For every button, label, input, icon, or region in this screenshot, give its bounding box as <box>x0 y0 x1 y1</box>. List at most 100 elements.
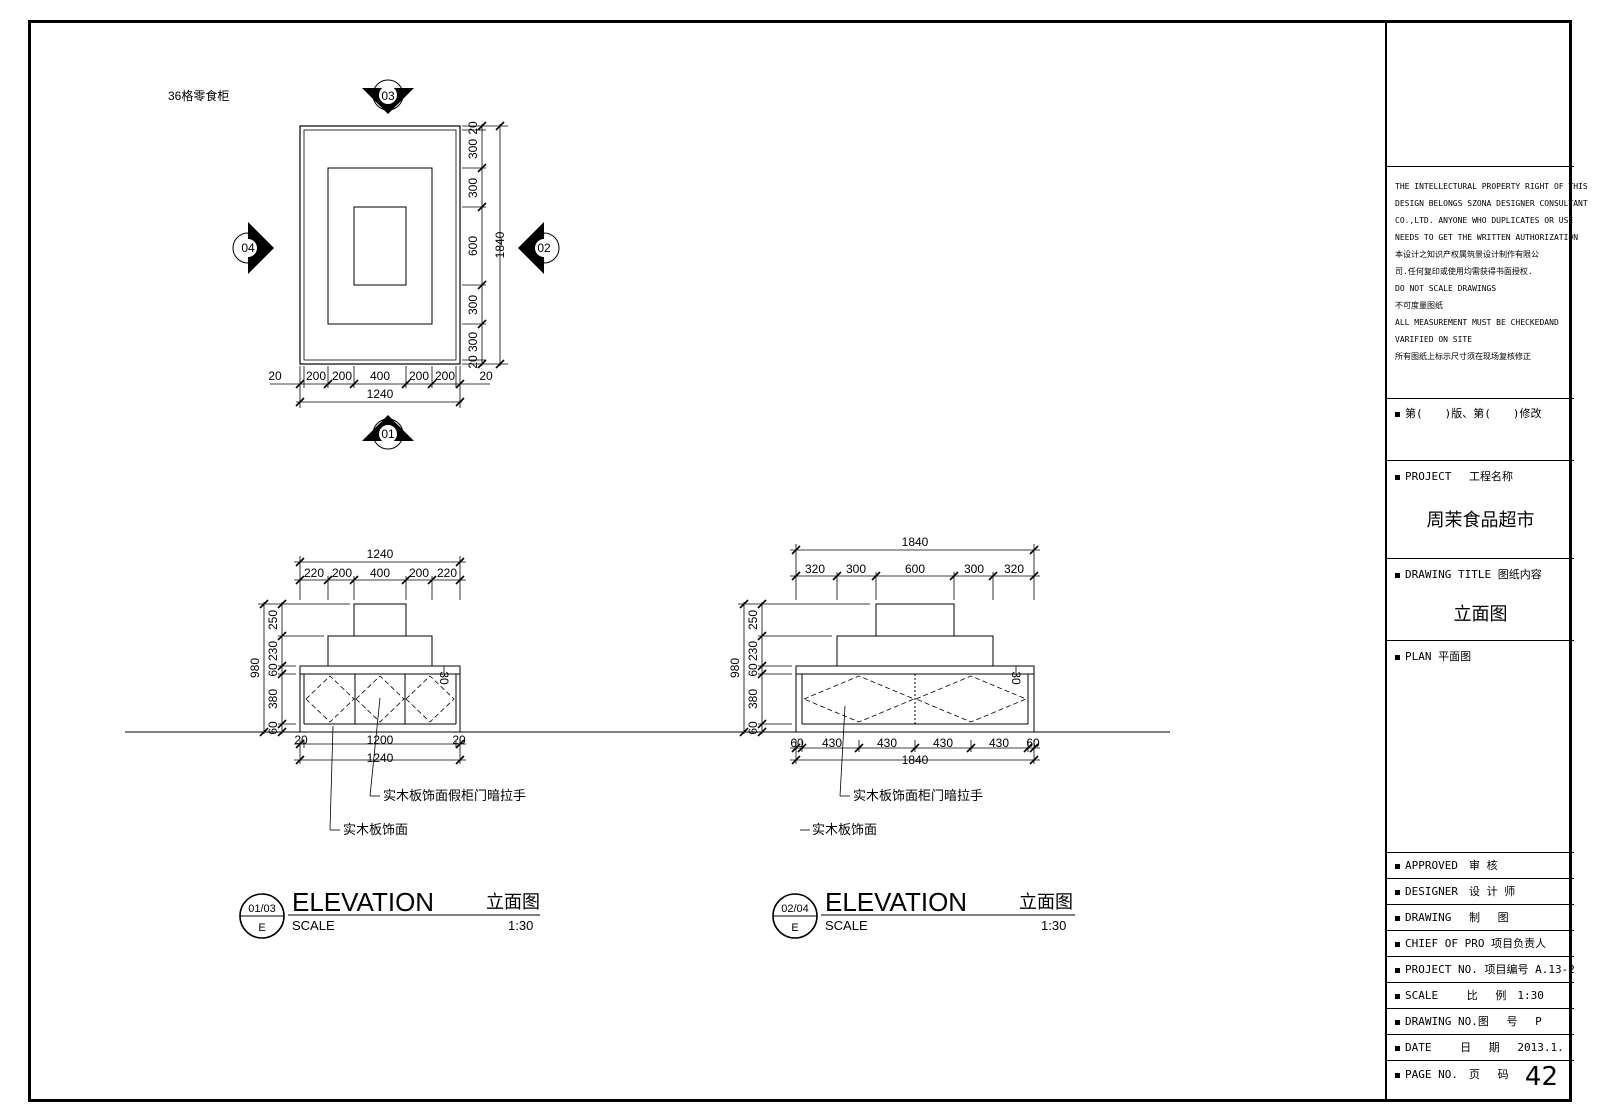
plan-dim-b-3: 400 <box>370 369 390 383</box>
elev1-dim-left-2: 60 <box>266 663 280 677</box>
plan-dim-b-6: 20 <box>479 369 493 383</box>
elev1-dim-top-4: 220 <box>437 566 457 580</box>
tb-divider <box>1387 878 1574 879</box>
tb-scale-text: SCALE 比 例 1:30 <box>1405 989 1544 1002</box>
elev1-dim-top-3: 200 <box>409 566 429 580</box>
elev1-dim-bottom-2: 20 <box>452 733 466 747</box>
title-block: THE INTELLECTURAL PROPERTY RIGHT OF THIS… <box>1385 20 1588 1102</box>
plan-marker-left-label: 04 <box>241 241 255 255</box>
plan-dims-right <box>462 121 508 369</box>
plan-dims-bottom <box>270 366 490 408</box>
elevation-label-2-heading-cn: 立面图 <box>1019 892 1073 912</box>
elev2-dim-bottom-2: 430 <box>877 736 897 750</box>
elev2-callout-1: 实木板饰面柜门暗拉手 <box>853 788 983 803</box>
elev2-dim-bottom-0: 60 <box>790 736 804 750</box>
elev1-callout-1: 实木板饰面假柜门暗拉手 <box>383 788 526 803</box>
tb-divider <box>1387 956 1574 957</box>
elev1-dim-left-1: 230 <box>266 641 280 661</box>
elevation-label-2-heading: ELEVATION <box>825 887 967 917</box>
plan-dim-r-1: 300 <box>466 139 480 159</box>
elev1-dim-left-3: 380 <box>266 689 280 709</box>
elevation-label-2-scale-label: SCALE <box>825 918 868 933</box>
tb-note-7: 不可度量图纸 <box>1395 301 1443 310</box>
elev1-dim-small: 30 <box>437 671 451 685</box>
elev2-dim-left-total: 980 <box>728 658 742 678</box>
elev2-dim-small: 30 <box>1009 671 1023 685</box>
elev2-dim-bottom-total: 1840 <box>902 753 929 767</box>
tb-note-8: ALL MEASUREMENT MUST BE CHECKEDAND <box>1395 318 1559 327</box>
tb-note-10: 所有图纸上标示尺寸须在现场复核修正 <box>1395 352 1531 361</box>
tb-designer: DESIGNER 设 计 师 <box>1395 883 1515 899</box>
drawing-frame <box>28 20 1572 1102</box>
plan-marker-bottom-label: 01 <box>381 427 395 441</box>
elev1-dim-bottom-total: 1240 <box>367 751 394 765</box>
elevation-label-1-scale: 1:30 <box>508 918 533 933</box>
plan-title: 36格零食柜 <box>168 88 229 103</box>
elev2-dim-left-2: 60 <box>746 663 760 677</box>
tb-approved: APPROVED 审 核 <box>1395 857 1498 873</box>
tb-plan-label-text: PLAN 平面图 <box>1405 650 1472 663</box>
plan-dim-r-2: 300 <box>466 178 480 198</box>
plan-marker-top-label: 03 <box>381 89 395 103</box>
elevation-label-1-ref-bottom: E <box>258 922 265 934</box>
tb-divider <box>1387 460 1574 461</box>
tb-project-label-text: PROJECT 工程名称 <box>1405 470 1513 483</box>
elev1-callouts: 实木板饰面假柜门暗拉手 实木板饰面 <box>329 697 526 837</box>
elev2-drawing <box>795 603 1035 733</box>
tb-divider <box>1387 930 1574 931</box>
plan-dim-r-5: 300 <box>466 332 480 352</box>
elev2-callout-2: 实木板饰面 <box>812 822 877 837</box>
elev2-dim-left-1: 230 <box>746 641 760 661</box>
tb-divider <box>1387 166 1574 167</box>
elev2-dim-bottom-3: 430 <box>933 736 953 750</box>
tb-note-9: VARIFIED ON SITE <box>1395 335 1473 344</box>
tb-project-no-text: PROJECT NO. 项目编号 A.13-2 <box>1405 963 1575 976</box>
tb-date: DATE 日 期 2013.1. <box>1395 1039 1564 1055</box>
tb-approved-text: APPROVED 审 核 <box>1405 859 1498 872</box>
elev2-dim-top-2: 600 <box>905 562 925 576</box>
tb-divider <box>1387 640 1574 641</box>
tb-date-text: DATE 日 期 2013.1. <box>1405 1041 1564 1054</box>
tb-drawing-text: DRAWING 制 图 <box>1405 911 1509 924</box>
tb-drawing-title-label: DRAWING TITLE 图纸内容 <box>1395 566 1542 582</box>
elev2-dim-top-4: 320 <box>1004 562 1024 576</box>
elev2-dim-bottom-4: 430 <box>989 736 1009 750</box>
tb-divider <box>1387 982 1574 983</box>
elev1-dim-bottom-1: 1200 <box>367 733 394 747</box>
plan-drawing <box>299 125 461 365</box>
elev1-dim-left-4: 60 <box>266 721 280 735</box>
elev1-dim-left-0: 250 <box>266 610 280 630</box>
plan-marker-left: 04 <box>232 222 274 274</box>
tb-drawing-no: DRAWING NO.图 号 P <box>1395 1013 1542 1029</box>
elev2-dim-left-0: 250 <box>746 610 760 630</box>
elev2-dim-left-4: 60 <box>746 721 760 735</box>
tb-drawing-title-label-text: DRAWING TITLE 图纸内容 <box>1405 568 1542 581</box>
elev1-dim-top-1: 200 <box>332 566 352 580</box>
elev2-dim-top-3: 300 <box>964 562 984 576</box>
elevation-label-2-ref-top: 02/04 <box>781 903 809 915</box>
elev2-dim-top-total: 1840 <box>902 535 929 549</box>
elev1-callout-2: 实木板饰面 <box>343 822 408 837</box>
tb-note-3: NEEDS TO GET THE WRITTEN AUTHORIZATION <box>1395 233 1579 242</box>
tb-page-number: 42 <box>1524 1062 1558 1092</box>
tb-plan-label: PLAN 平面图 <box>1395 648 1471 664</box>
plan-dim-b-2: 200 <box>332 369 352 383</box>
elev2-dims <box>738 544 1040 765</box>
tb-drawing-title: 立面图 <box>1453 604 1508 625</box>
tb-note-5: 司.任何复印或使用均需获得书面授权. <box>1395 267 1533 276</box>
tb-divider <box>1387 1060 1574 1061</box>
tb-scale: SCALE 比 例 1:30 <box>1395 987 1544 1003</box>
elev2-dim-left-3: 380 <box>746 689 760 709</box>
tb-project-label: PROJECT 工程名称 <box>1395 468 1513 484</box>
tb-designer-text: DESIGNER 设 计 师 <box>1405 885 1516 898</box>
elev1-dims <box>258 556 466 765</box>
plan-dim-r-6: 20 <box>466 355 480 369</box>
plan-dim-b-5: 200 <box>435 369 455 383</box>
tb-divider <box>1387 1034 1574 1035</box>
tb-note-6: DO NOT SCALE DRAWINGS <box>1395 284 1497 293</box>
plan-dim-total-w: 1240 <box>367 387 394 401</box>
tb-page-label-text: PAGE NO. 页 码 <box>1405 1068 1509 1081</box>
plan-dim-r-4: 300 <box>466 295 480 315</box>
